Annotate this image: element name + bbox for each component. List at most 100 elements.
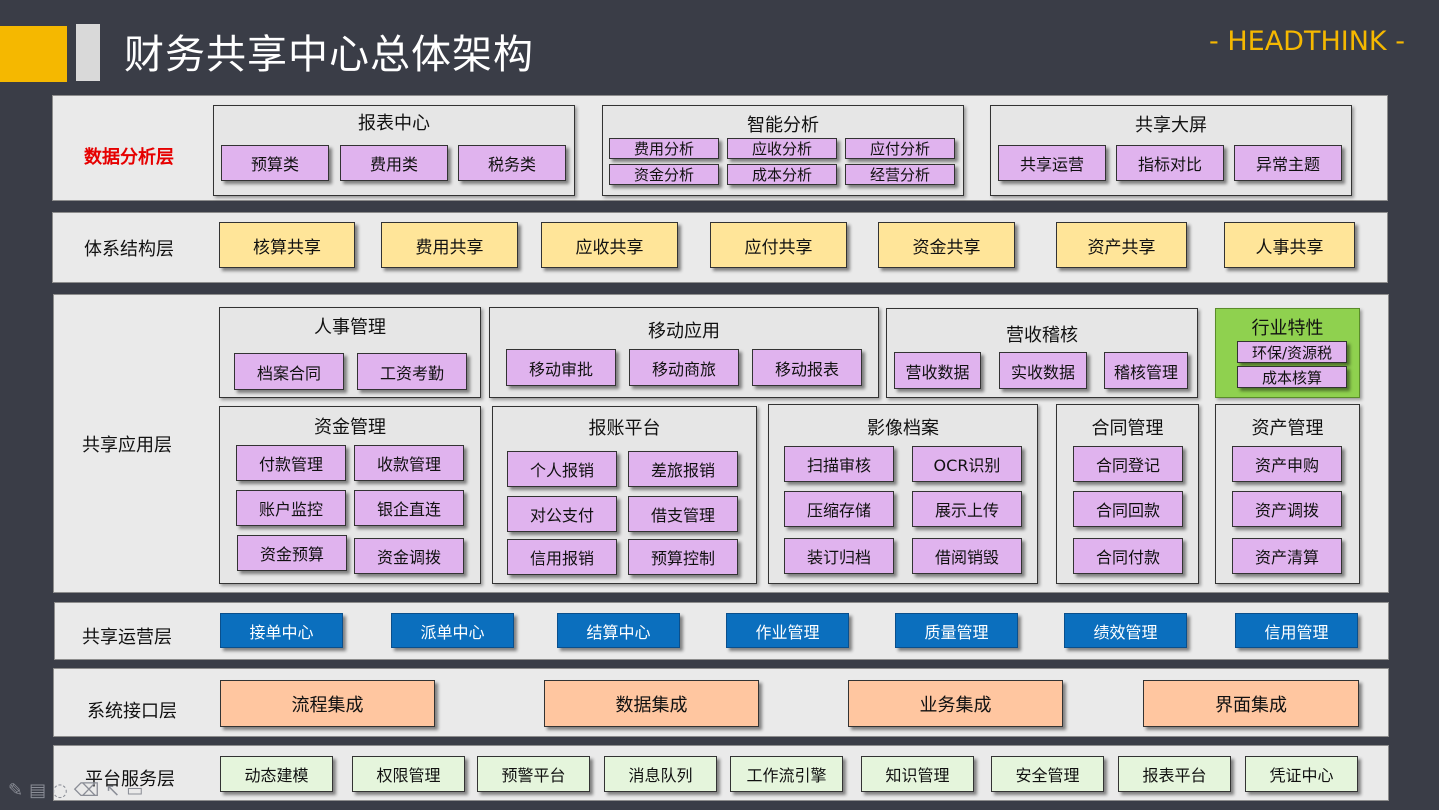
module-box[interactable]: 个人报销 <box>507 451 617 487</box>
module-box[interactable]: 资金预算 <box>237 535 347 571</box>
group-title: 智能分析 <box>747 115 819 136</box>
module-box[interactable]: 预警平台 <box>477 756 590 792</box>
module-box[interactable]: 付款管理 <box>236 445 346 481</box>
module-box[interactable]: 数据集成 <box>544 680 759 727</box>
layer-label-data-analysis: 数据分析层 <box>84 147 174 168</box>
pen-icon[interactable]: ✎ <box>8 780 30 801</box>
module-box[interactable]: 合同登记 <box>1073 446 1183 482</box>
module-box[interactable]: 应付共享 <box>710 222 847 268</box>
module-box[interactable]: 异常主题 <box>1234 145 1342 181</box>
screen-icon[interactable]: ▤ <box>29 780 53 801</box>
module-box[interactable]: 资金共享 <box>878 222 1015 268</box>
module-box[interactable]: 稽核管理 <box>1104 352 1188 389</box>
module-box[interactable]: 合同回款 <box>1073 491 1183 527</box>
module-box[interactable]: 压缩存储 <box>784 491 894 527</box>
module-box[interactable]: 消息队列 <box>604 756 717 792</box>
group-title: 资产管理 <box>1251 418 1324 439</box>
module-box[interactable]: 接单中心 <box>220 613 343 648</box>
module-box[interactable]: 资产调拨 <box>1232 491 1342 527</box>
accent-bar-yellow <box>0 26 67 82</box>
group-title: 行业特性 <box>1251 318 1324 339</box>
module-box[interactable]: 应付分析 <box>845 138 955 159</box>
module-box[interactable]: 成本分析 <box>727 164 837 185</box>
pointer-icon[interactable]: ↖ <box>105 780 127 801</box>
module-box[interactable]: 工资考勤 <box>357 353 467 390</box>
module-box[interactable]: 资金调拨 <box>354 538 464 574</box>
module-box[interactable]: 资产共享 <box>1056 222 1187 268</box>
module-box[interactable]: 安全管理 <box>991 756 1104 792</box>
brand-logo-text: - HEADTHINK - <box>1209 26 1405 57</box>
module-box[interactable]: OCR识别 <box>912 446 1022 482</box>
module-box[interactable]: 税务类 <box>458 145 566 181</box>
module-box[interactable]: 借支管理 <box>628 496 738 532</box>
group-title: 人事管理 <box>314 317 386 338</box>
module-box[interactable]: 流程集成 <box>220 680 435 727</box>
group-title: 合同管理 <box>1091 418 1164 439</box>
module-box[interactable]: 费用分析 <box>609 138 719 159</box>
module-box[interactable]: 共享运营 <box>998 145 1106 181</box>
module-box[interactable]: 档案合同 <box>234 353 344 390</box>
layer-label-shared-application: 共享应用层 <box>82 435 172 456</box>
module-box[interactable]: 银企直连 <box>354 490 464 526</box>
module-box[interactable]: 动态建模 <box>220 756 333 792</box>
layer-label-system-structure: 体系结构层 <box>84 239 174 260</box>
brush-icon[interactable]: ◌ <box>52 780 74 801</box>
module-box[interactable]: 结算中心 <box>557 613 680 648</box>
module-box[interactable]: 账户监控 <box>236 490 346 526</box>
module-box[interactable]: 业务集成 <box>848 680 1063 727</box>
module-box[interactable]: 知识管理 <box>861 756 974 792</box>
module-box[interactable]: 信用报销 <box>507 539 617 575</box>
presentation-toolbar: ✎▤◌⌫↖▭ <box>8 780 149 801</box>
group-title: 资金管理 <box>314 417 386 438</box>
module-box[interactable]: 移动商旅 <box>629 349 739 386</box>
group-title: 共享大屏 <box>1135 115 1207 136</box>
layer-label-system-interface: 系统接口层 <box>87 701 177 722</box>
module-box[interactable]: 预算类 <box>221 145 329 181</box>
module-box[interactable]: 权限管理 <box>352 756 465 792</box>
module-box[interactable]: 界面集成 <box>1143 680 1359 727</box>
group-title: 移动应用 <box>648 321 720 342</box>
module-box[interactable]: 质量管理 <box>895 613 1018 648</box>
module-box[interactable]: 信用管理 <box>1235 613 1358 648</box>
module-box[interactable]: 费用共享 <box>381 222 518 268</box>
module-box[interactable]: 应收分析 <box>727 138 837 159</box>
module-box[interactable]: 作业管理 <box>726 613 849 648</box>
module-box[interactable]: 借阅销毁 <box>912 538 1022 574</box>
module-box[interactable]: 派单中心 <box>391 613 514 648</box>
group-title: 报账平台 <box>588 418 661 439</box>
module-box[interactable]: 移动报表 <box>752 349 862 386</box>
module-box[interactable]: 核算共享 <box>219 222 355 268</box>
module-box[interactable]: 成本核算 <box>1237 366 1347 388</box>
module-box[interactable]: 预算控制 <box>628 539 738 575</box>
module-box[interactable]: 资产申购 <box>1232 446 1342 482</box>
module-box[interactable]: 工作流引擎 <box>730 756 843 792</box>
group-title: 报表中心 <box>358 113 430 134</box>
module-box[interactable]: 营收数据 <box>894 352 981 389</box>
module-box[interactable]: 应收共享 <box>541 222 678 268</box>
module-box[interactable]: 人事共享 <box>1224 222 1355 268</box>
module-box[interactable]: 差旅报销 <box>628 451 738 487</box>
module-box[interactable]: 对公支付 <box>507 496 617 532</box>
module-box[interactable]: 指标对比 <box>1116 145 1224 181</box>
group-title: 营收稽核 <box>1006 325 1078 346</box>
module-box[interactable]: 环保/资源税 <box>1237 341 1347 363</box>
module-box[interactable]: 装订归档 <box>784 538 894 574</box>
accent-bar-gray <box>76 24 100 81</box>
module-box[interactable]: 合同付款 <box>1073 538 1183 574</box>
module-box[interactable]: 资金分析 <box>609 164 719 185</box>
module-box[interactable]: 资产清算 <box>1232 538 1342 574</box>
page-title: 财务共享中心总体架构 <box>124 32 534 78</box>
module-box[interactable]: 扫描审核 <box>784 446 894 482</box>
module-box[interactable]: 经营分析 <box>845 164 955 185</box>
module-box[interactable]: 收款管理 <box>354 445 464 481</box>
module-box[interactable]: 实收数据 <box>999 352 1087 389</box>
camera-icon[interactable]: ▭ <box>126 780 150 801</box>
module-box[interactable]: 展示上传 <box>912 491 1022 527</box>
module-box[interactable]: 绩效管理 <box>1064 613 1187 648</box>
module-box[interactable]: 移动审批 <box>506 349 616 386</box>
module-box[interactable]: 费用类 <box>340 145 448 181</box>
group-title: 影像档案 <box>867 418 939 439</box>
eraser-icon[interactable]: ⌫ <box>73 780 106 801</box>
module-box[interactable]: 报表平台 <box>1118 756 1231 792</box>
module-box[interactable]: 凭证中心 <box>1245 756 1358 792</box>
